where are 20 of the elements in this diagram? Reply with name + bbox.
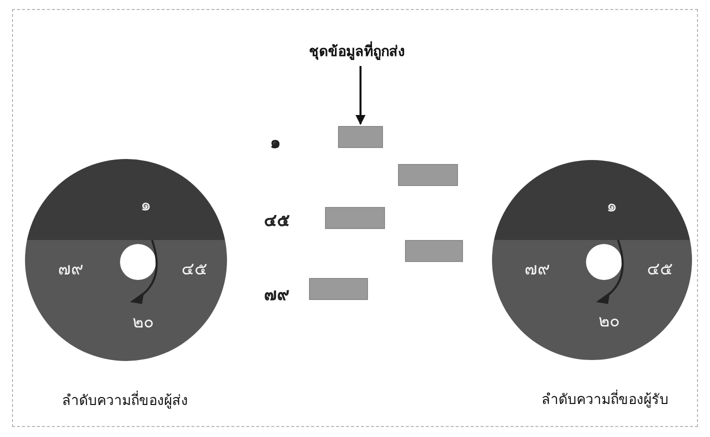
data-packet-bar [405,240,463,262]
data-packet-bar [325,207,385,229]
arrow [356,66,366,125]
packet-heading: ชุดข้อมูลที่ถูกส่ง [309,40,405,62]
data-packet-bar [338,126,383,148]
disc-caption: ลำดับความถี่ของผู้รับ [542,388,668,410]
data-packet-bar [398,164,458,186]
sequence-label: ๗๙ [264,284,289,307]
sequence-label: ๔๕ [264,210,290,233]
disc-caption: ลำดับความถี่ของผู้ส่ง [62,389,188,411]
sequence-number: ๗๙ [58,258,83,282]
sequence-label: ๑ [270,132,281,155]
sequence-number: ๑ [606,196,618,218]
sequence-number: ๒๐ [598,310,620,334]
sequence-number: ๒๐ [132,311,154,334]
sequence-number: ๔๕ [182,258,208,282]
sequence-number: ๑ [140,194,152,218]
sequence-number: ๗๙ [524,258,550,282]
sequence-number: ๔๕ [647,258,673,282]
data-packet-bar [309,278,368,300]
